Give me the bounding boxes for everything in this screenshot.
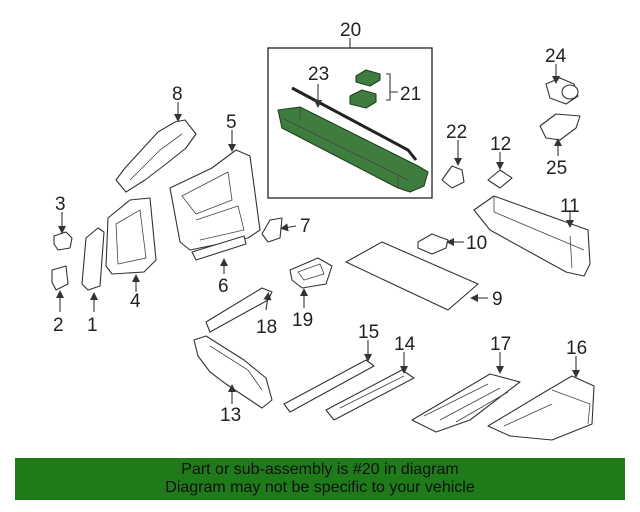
sill-strip-6[interactable] [191,235,247,261]
callout-14: 14 [394,334,416,355]
callout-3: 3 [55,194,66,215]
cover-10[interactable] [417,233,449,255]
trim-panel-4[interactable] [105,197,157,275]
callout-8: 8 [172,84,183,105]
callout-5: 5 [226,112,237,133]
callout-11: 11 [560,196,580,217]
callout-10: 10 [466,233,487,254]
scuff-plate-15[interactable] [283,359,375,413]
callout-15: 15 [358,322,379,343]
pad-12[interactable] [487,169,513,189]
bracket-22[interactable] [441,165,465,189]
hook-25[interactable] [539,113,581,141]
pillar-trim-1[interactable] [81,227,105,291]
callout-24: 24 [545,46,567,67]
storage-box-19[interactable] [289,257,333,289]
callout-6: 6 [218,276,229,297]
callout-17: 17 [490,334,511,355]
callout-16: 16 [566,338,587,359]
callout-7: 7 [300,216,311,237]
banner-line-1: Part or sub-assembly is #20 in diagram [181,461,459,478]
cargo-cover [277,106,429,193]
clip-bottom [349,89,377,109]
storage-tray-16[interactable] [487,375,595,441]
banner-line-2: Diagram may not be specific to your vehi… [165,479,475,496]
callout-23: 23 [308,64,329,85]
side-trim-panel[interactable] [169,149,261,251]
callout-22: 22 [446,122,467,143]
bracket-7[interactable] [261,217,283,243]
callout-18: 18 [256,317,277,338]
callout-4: 4 [130,291,141,312]
callout-9: 9 [492,289,503,310]
cargo-cover-rail [291,86,418,161]
callout-21: 21 [400,84,421,105]
info-banner: Part or sub-assembly is #20 in diagram D… [15,458,625,500]
assembly-20-group[interactable] [267,38,433,199]
callout-13: 13 [220,405,241,426]
sill-plate-14[interactable] [325,369,415,421]
bracket-2[interactable] [51,265,69,291]
callout-2: 2 [53,315,64,336]
callout-25: 25 [546,158,567,179]
callout-20: 20 [340,20,361,41]
clip-3[interactable] [53,231,73,251]
floor-tray-17[interactable] [411,373,521,433]
callout-19: 19 [292,310,313,331]
clip-top [355,69,381,87]
parts-diagram: 1 2 3 4 5 6 7 8 9 10 11 12 13 14 15 16 1… [51,20,595,441]
sill-trim-13[interactable] [193,335,273,409]
callout-1: 1 [87,315,98,336]
floor-panel-9[interactable] [345,241,479,311]
callout-12: 12 [490,134,511,155]
